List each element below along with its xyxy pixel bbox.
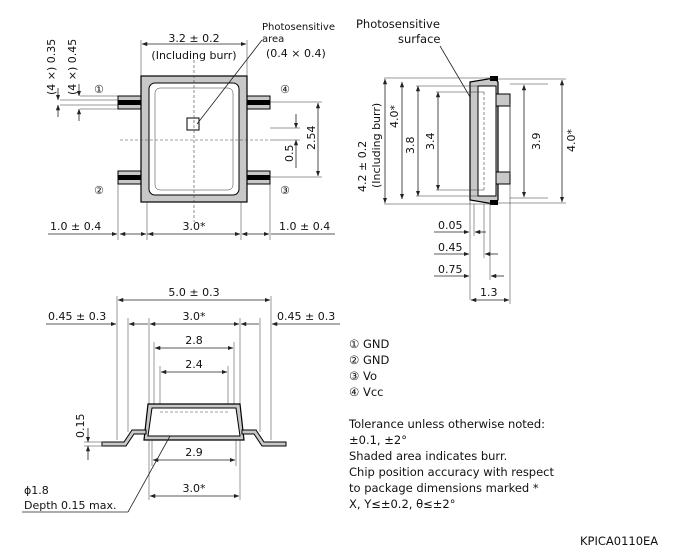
w3-dim: 2.9 xyxy=(185,446,203,459)
note-line: Shaded area indicates burr. xyxy=(349,449,507,463)
hole-diameter: ϕ1.8 xyxy=(24,484,49,497)
pin-list: ① GND ② GND ③ Vo ④ Vcc xyxy=(349,337,389,399)
window-outer xyxy=(148,82,240,196)
note-line: X, Y≤±0.2, θ≤±2° xyxy=(349,497,455,511)
right-lead-dim: 0.45 ± 0.3 xyxy=(277,310,335,323)
front-view: 5.0 ± 0.3 0.45 ± 0.3 3.0* 0.45 ± 0.3 2.8… xyxy=(22,286,340,513)
overall-dim: 5.0 ± 0.3 xyxy=(168,286,219,299)
note-line: Tolerance unless otherwise noted: xyxy=(348,417,545,431)
left-offset: 1.0 ± 0.4 xyxy=(50,220,101,233)
h1-label: 4.0* xyxy=(388,105,401,128)
width-dim: 3.2 ± 0.2 xyxy=(168,32,219,45)
side-burr-bot xyxy=(490,200,498,205)
side-burr-top xyxy=(490,76,498,81)
width-note: (Including burr) xyxy=(151,49,236,62)
w1-dim: 2.8 xyxy=(185,334,203,347)
lead-pin4-core xyxy=(246,100,270,105)
h3-label: 3.4 xyxy=(424,133,437,151)
lead-pin3-core xyxy=(246,175,270,180)
side-lead-bot xyxy=(495,171,511,185)
pin-item: ③ Vo xyxy=(349,369,377,383)
lead-pin2-core xyxy=(118,175,142,180)
d2-label: 0.45 xyxy=(438,241,463,254)
d4-label: 1.3 xyxy=(480,286,498,299)
photo-size: (0.4 × 0.4) xyxy=(266,47,326,60)
height-dim: 4.2 ± 0.2 xyxy=(356,141,369,192)
pin2-number: ② xyxy=(94,184,104,197)
note-line: ±0.1, ±2° xyxy=(349,433,407,447)
body-width: 3.0* xyxy=(183,220,206,233)
surface-label-1: Photosensitive xyxy=(356,17,440,31)
top-view: Photosensitive area (0.4 × 0.4) 3.2 ± 0.… xyxy=(45,22,335,240)
pin3-number: ③ xyxy=(280,184,290,197)
side-view: Photosensitive surface 4.2 ± 0.2 (Includ… xyxy=(356,17,578,304)
surface-label-2: surface xyxy=(398,32,441,46)
d1-label: 0.05 xyxy=(438,219,463,232)
left-lead-dim: 0.45 ± 0.3 xyxy=(48,310,106,323)
body-top-dim: 3.0* xyxy=(183,310,206,323)
pitch-label: 2.54 xyxy=(305,126,318,151)
lead-width-2: (4 ×) 0.45 xyxy=(66,39,79,95)
pin1-number: ① xyxy=(94,83,104,96)
lead-pin1-core xyxy=(118,100,142,105)
notes: Tolerance unless otherwise noted: ±0.1, … xyxy=(348,417,555,511)
photo-label-2: area xyxy=(262,34,284,45)
h4-label: 3.9 xyxy=(530,133,543,151)
h2-label: 3.8 xyxy=(404,137,417,155)
photosensitive-area-leader xyxy=(196,39,263,125)
front-body xyxy=(147,407,241,437)
pin-item: ② GND xyxy=(349,353,389,367)
front-lead-right xyxy=(241,429,287,447)
d3-label: 0.75 xyxy=(438,263,463,276)
h5-label: 4.0* xyxy=(565,129,578,152)
pin4-number: ④ xyxy=(280,83,290,96)
note-line: Chip position accuracy with respect xyxy=(349,465,555,479)
right-offset: 1.0 ± 0.4 xyxy=(279,220,330,233)
lead-len-label: 0.5 xyxy=(283,145,296,163)
front-lead-left xyxy=(101,429,147,447)
w2-dim: 2.4 xyxy=(185,358,203,371)
hole-depth: Depth 0.15 max. xyxy=(24,499,116,512)
thickness-dim: 0.15 xyxy=(74,414,87,439)
pin-item: ① GND xyxy=(349,337,389,351)
height-note: (Including burr) xyxy=(370,103,383,188)
photosensitive-area-mark xyxy=(186,117,200,131)
body-bottom-dim: 3.0* xyxy=(183,482,206,495)
side-body-face xyxy=(477,85,497,197)
doc-code: KPICA0110EA xyxy=(580,534,658,548)
lead-width-1: (4 ×) 0.35 xyxy=(45,39,58,95)
hole-leader xyxy=(127,435,171,513)
side-lead-top xyxy=(495,93,511,107)
pin-item: ④ Vcc xyxy=(349,385,383,399)
photo-label-1: Photosensitive xyxy=(262,22,335,33)
note-line: to package dimensions marked * xyxy=(349,481,539,495)
